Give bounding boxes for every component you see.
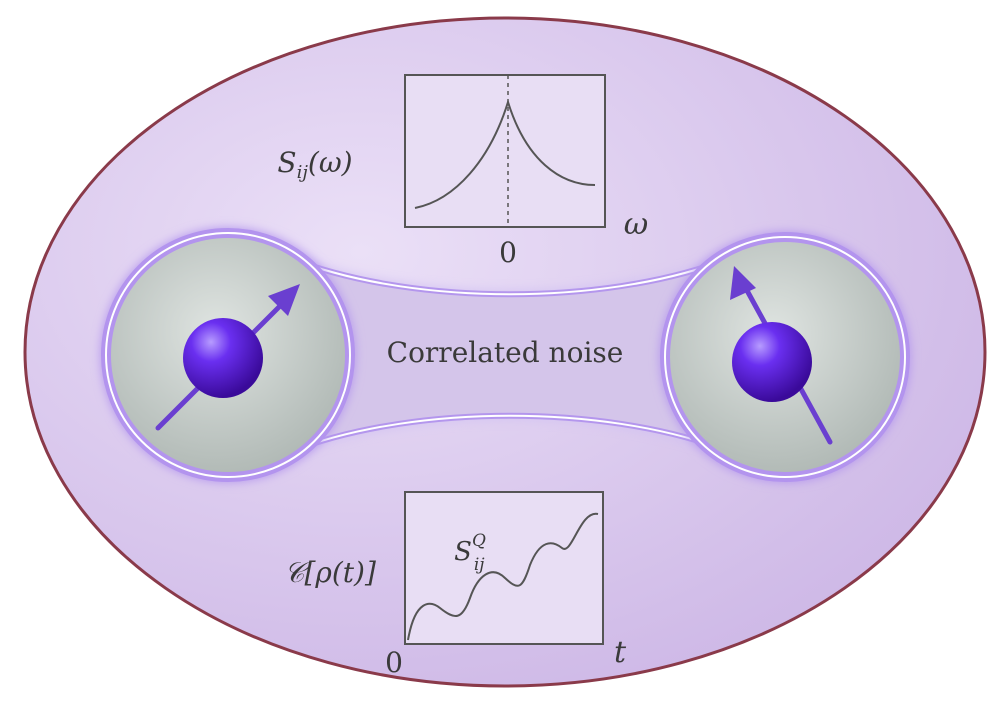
spin-up-left-icon [730, 266, 833, 445]
spin-up-right-icon [155, 284, 300, 431]
spectrum-x-label: ω [624, 207, 648, 242]
spectrum-panel: Sij(ω) ω 0 [277, 74, 648, 269]
coherence-y-label: 𝒞[ρ(t)] [284, 556, 376, 589]
center-label: Correlated noise [387, 336, 624, 369]
coherence-curve [407, 512, 599, 641]
spectrum-origin-tick: 0 [499, 236, 517, 269]
spectrum-curve [414, 98, 596, 209]
spectrum-y-label: Sij(ω) [277, 146, 352, 183]
coherence-x-label: t [614, 635, 627, 670]
coherence-origin-tick: 0 [385, 646, 403, 679]
